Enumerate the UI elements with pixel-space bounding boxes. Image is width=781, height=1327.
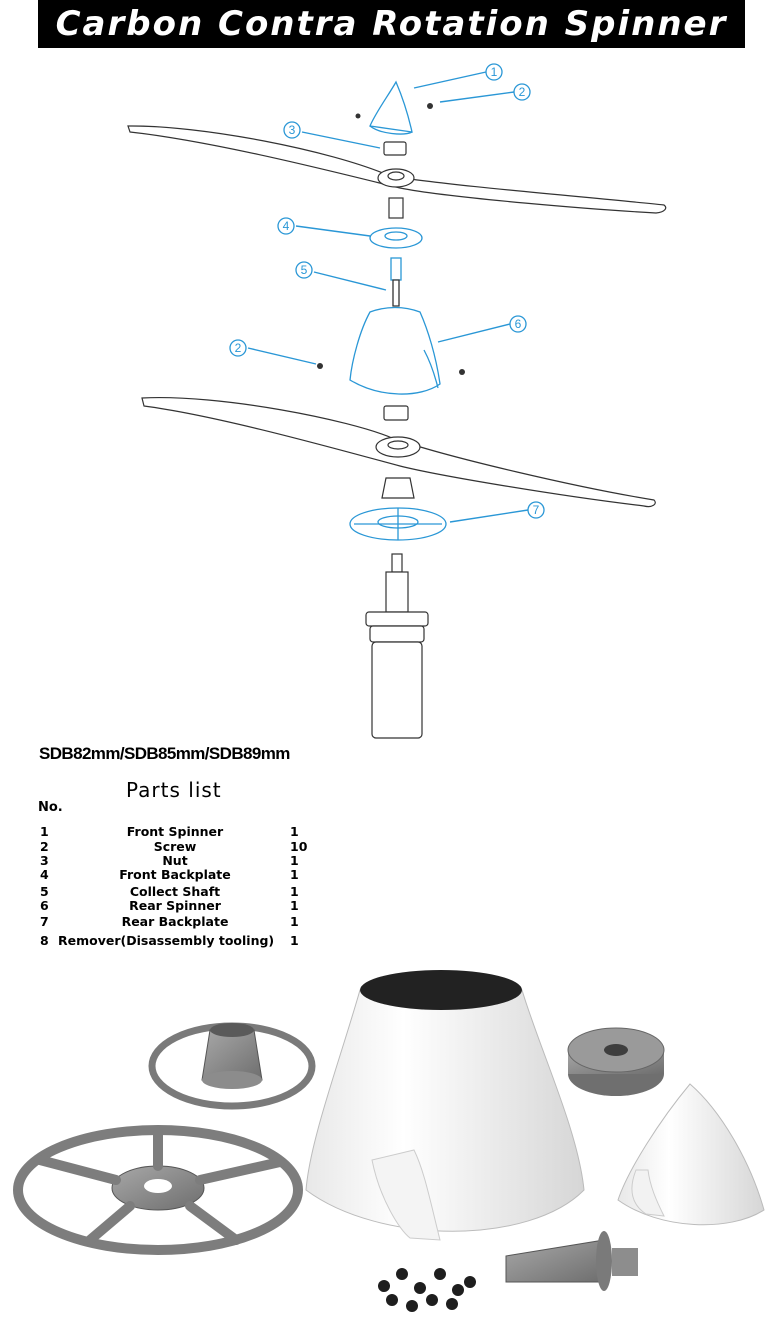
part-qty: 1 bbox=[290, 914, 299, 929]
motor-shaft bbox=[391, 553, 403, 573]
part-number: 3 bbox=[40, 853, 49, 868]
callout-text: 7 bbox=[533, 503, 540, 517]
part-qty: 1 bbox=[290, 824, 299, 839]
parts-row: 3 Nut 1 bbox=[0, 853, 330, 869]
callout-6 bbox=[509, 315, 527, 333]
exploded-diagram: 1 2 3 4 5 6 2 7 bbox=[127, 63, 667, 739]
part-qty: 1 bbox=[290, 853, 299, 868]
screws-photo bbox=[378, 1268, 476, 1312]
front-propeller bbox=[127, 125, 667, 214]
motor-body bbox=[371, 641, 423, 739]
collect-shaft-diagram bbox=[390, 257, 402, 281]
callout-text: 4 bbox=[283, 219, 290, 233]
parts-list-title: Parts list bbox=[126, 778, 222, 802]
front-spinner-photo bbox=[617, 1083, 765, 1226]
front-backplate-photo bbox=[148, 1022, 316, 1110]
front-spinner-diagram bbox=[369, 80, 413, 133]
part-number: 6 bbox=[40, 898, 49, 913]
parts-row: 5 Collect Shaft 1 bbox=[0, 884, 330, 900]
callout-text: 5 bbox=[301, 263, 308, 277]
spacer bbox=[388, 197, 404, 219]
front-nut bbox=[383, 141, 407, 156]
product-photo bbox=[13, 970, 765, 1312]
callout-4 bbox=[277, 217, 295, 235]
callout-text: 1 bbox=[491, 65, 498, 79]
part-number: 7 bbox=[40, 914, 49, 929]
part-number: 2 bbox=[40, 839, 49, 854]
part-number: 4 bbox=[40, 867, 49, 882]
part-qty: 1 bbox=[290, 933, 299, 948]
part-number: 5 bbox=[40, 884, 49, 899]
callout-3 bbox=[283, 121, 301, 139]
rear-nut bbox=[383, 405, 409, 421]
parts-row: 4 Front Backplate 1 bbox=[0, 867, 330, 883]
part-qty: 1 bbox=[290, 884, 299, 899]
callout-text: 2 bbox=[235, 341, 242, 355]
parts-row: 7 Rear Backplate 1 bbox=[0, 914, 330, 930]
part-name: Rear Backplate bbox=[121, 914, 229, 929]
part-name: Front Spinner bbox=[126, 824, 224, 839]
parts-row: 8 Remover(Disassembly tooling) 1 bbox=[0, 933, 330, 949]
part-qty: 1 bbox=[290, 898, 299, 913]
callout-5 bbox=[295, 261, 313, 279]
part-name: Nut bbox=[162, 853, 188, 868]
part-number: 8 bbox=[40, 933, 49, 948]
part-name: Collect Shaft bbox=[129, 884, 221, 899]
part-qty: 1 bbox=[290, 867, 299, 882]
page-title: Carbon Contra Rotation Spinner bbox=[55, 4, 728, 44]
callout-1 bbox=[485, 63, 503, 81]
part-name: Rear Spinner bbox=[129, 898, 221, 913]
part-name: Screw bbox=[153, 839, 197, 854]
callout-text: 6 bbox=[515, 317, 522, 331]
screw-diagram bbox=[427, 103, 433, 109]
part-name: Remover(Disassembly tooling) bbox=[58, 933, 275, 948]
part-qty: 10 bbox=[290, 839, 308, 854]
part-name: Front Backplate bbox=[119, 867, 231, 882]
model-sizes: SDB82mm/SDB85mm/SDB89mm bbox=[39, 744, 290, 763]
rear-spinner-photo bbox=[305, 970, 585, 1241]
callout-text: 2 bbox=[519, 85, 526, 99]
nut-photo bbox=[567, 1027, 665, 1096]
callout-2b bbox=[229, 339, 247, 357]
rear-spinner-diagram bbox=[349, 306, 441, 395]
callout-7 bbox=[527, 501, 545, 519]
rear-backplate-photo bbox=[13, 1125, 303, 1255]
parts-row: 2 Screw 10 bbox=[0, 839, 330, 855]
callout-labels bbox=[229, 63, 545, 519]
callout-2a bbox=[513, 83, 531, 101]
title-banner: Carbon Contra Rotation Spinner bbox=[38, 0, 745, 48]
callout-text: 3 bbox=[289, 123, 296, 137]
part-number: 1 bbox=[40, 824, 49, 839]
parts-row: 6 Rear Spinner 1 bbox=[0, 898, 330, 914]
collect-shaft-photo bbox=[505, 1231, 638, 1291]
no-column-header: No. bbox=[38, 800, 63, 815]
parts-row: 1 Front Spinner 1 bbox=[0, 824, 330, 840]
